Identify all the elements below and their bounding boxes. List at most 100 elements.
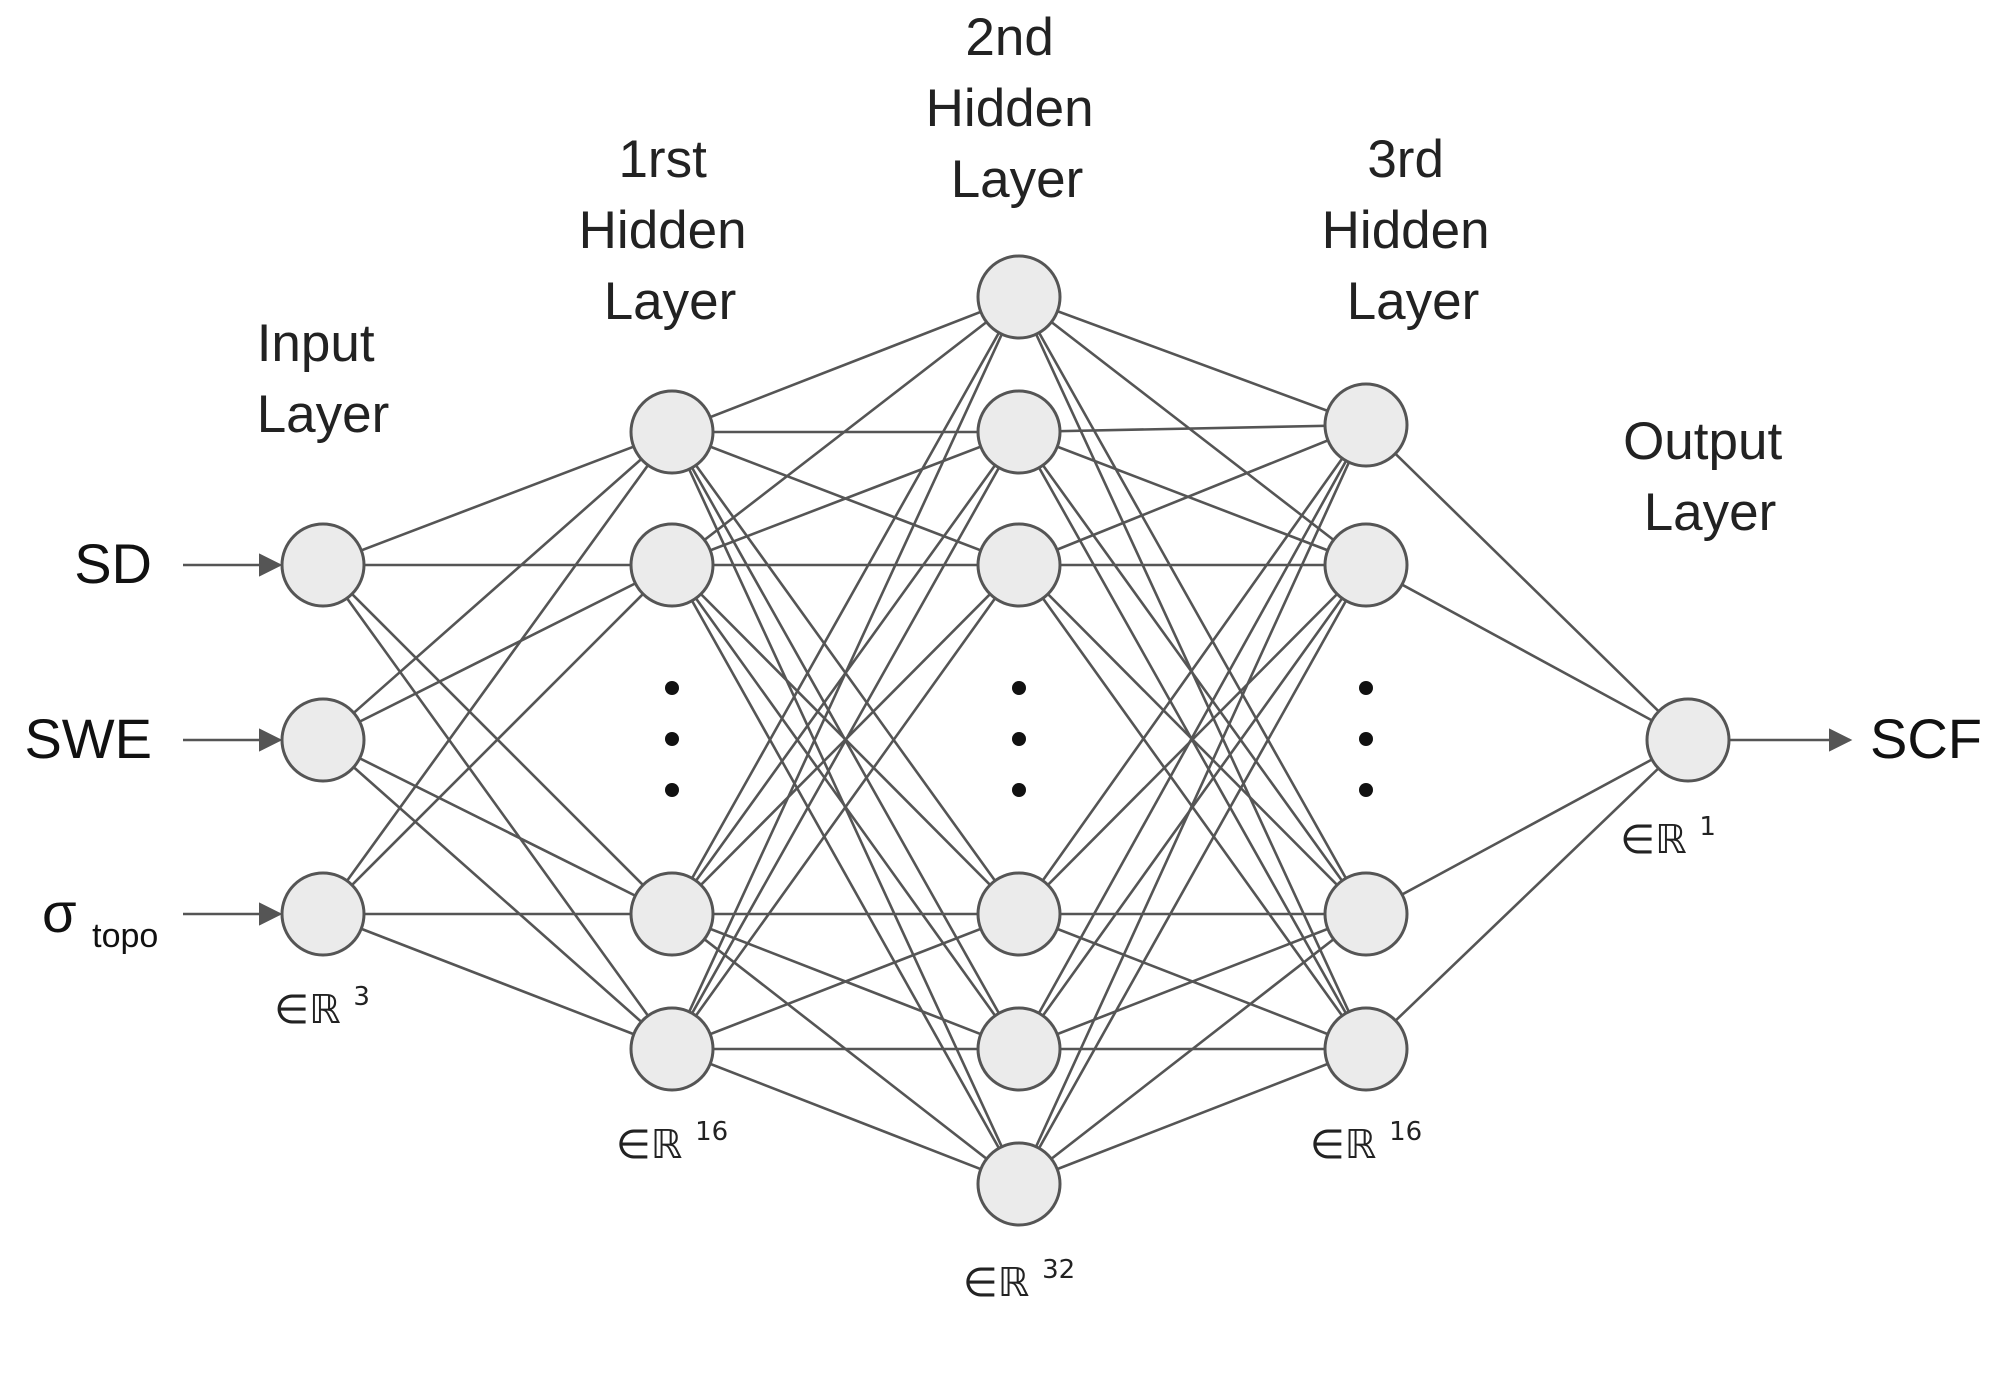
ellipsis-dot-2-1 <box>1012 681 1026 695</box>
ellipsis-dot-1-1 <box>665 681 679 695</box>
connection-hidden1-2-to-hidden2-2 <box>671 430 1020 567</box>
output-label-scf: SCF <box>1870 707 1982 770</box>
hidden1-neuron-3 <box>629 871 715 957</box>
connection-hidden2-5-to-hidden3-3 <box>1018 912 1367 1051</box>
connection-hidden1-4-to-hidden2-6 <box>671 1047 1020 1186</box>
connection-hidden2-2-to-hidden3-2 <box>1018 430 1367 567</box>
hidden3-dimension-prefix: ∈ℝ <box>1310 1122 1377 1168</box>
input-label-swe: SWE <box>24 707 152 770</box>
sigma-subscript: topo <box>92 917 158 955</box>
hidden3-neuron-3 <box>1323 871 1409 957</box>
hidden1-layer-title-line-1: 1rst <box>618 130 707 189</box>
hidden1-layer-title-line-2: Hidden <box>579 201 747 260</box>
connection-hidden2-6-to-hidden3-2 <box>1017 564 1368 1185</box>
sigma-symbol: σ <box>42 881 77 944</box>
hidden3-layer-title-line-1: 3rd <box>1367 130 1444 189</box>
connection-hidden1-2-to-hidden2-1 <box>671 295 1020 567</box>
hidden1-neuron-2 <box>629 522 715 608</box>
hidden2-neuron-6 <box>976 1141 1062 1227</box>
ellipsis-dot-3-3 <box>1359 783 1373 797</box>
input-label-sigma-topo: σ topo <box>42 881 158 955</box>
output-neuron-1 <box>1645 697 1731 783</box>
ellipsis-dots <box>665 681 1373 797</box>
connection-hidden2-1-to-hidden3-2 <box>1018 295 1367 567</box>
hidden1-dimension-exponent: 16 <box>695 1117 728 1147</box>
input-neuron-2 <box>280 697 366 783</box>
connection-hidden2-4-to-hidden3-1 <box>1017 424 1368 915</box>
connection-input-3-to-hidden1-1 <box>321 431 674 915</box>
hidden3-layer-title: 3rd Hidden Layer <box>1322 130 1505 331</box>
connection-hidden2-5-to-hidden3-1 <box>1017 424 1368 1050</box>
hidden3-dimension-label: ∈ℝ 16 <box>1310 1117 1422 1168</box>
hidden2-layer-title-line-2: Hidden <box>926 79 1094 138</box>
hidden1-layer-title: 1rst Hidden Layer <box>579 130 762 331</box>
ellipsis-dot-3-2 <box>1359 732 1373 746</box>
connection-hidden2-6-to-hidden3-3 <box>1018 912 1367 1186</box>
connection-hidden2-1-to-hidden3-3 <box>1017 296 1368 915</box>
hidden1-neuron-1 <box>629 389 715 475</box>
hidden2-dimension-exponent: 32 <box>1042 1255 1075 1285</box>
connection-hidden3-1-to-output-1 <box>1365 424 1689 741</box>
input-layer-title-line-2: Layer <box>257 385 390 444</box>
output-layer-title-line-2: Layer <box>1644 483 1777 542</box>
connection-input-2-to-hidden1-3 <box>322 738 673 916</box>
connection-hidden1-4-to-hidden2-1 <box>670 296 1021 1050</box>
hidden2-layer-title: 2nd Hidden Layer <box>926 8 1109 209</box>
hidden2-dimension-prefix: ∈ℝ <box>963 1260 1030 1306</box>
connection-hidden3-2-to-output-1 <box>1365 563 1689 742</box>
ellipsis-dot-1-2 <box>665 732 679 746</box>
hidden1-neuron-4 <box>629 1006 715 1092</box>
input-dimension-label: ∈ℝ 3 <box>274 982 370 1033</box>
neurons <box>280 254 1731 1227</box>
hidden1-layer-title-line-3: Layer <box>604 272 737 331</box>
connection-hidden2-6-to-hidden3-4 <box>1018 1047 1367 1186</box>
hidden3-neuron-4 <box>1323 1006 1409 1092</box>
hidden2-dimension-label: ∈ℝ 32 <box>963 1255 1075 1306</box>
hidden3-layer-title-line-2: Hidden <box>1322 201 1490 260</box>
connection-input-1-to-hidden1-1 <box>322 430 673 567</box>
connection-hidden1-4-to-hidden2-3 <box>670 564 1021 1050</box>
connection-hidden2-6-to-hidden3-1 <box>1017 424 1368 1185</box>
connection-hidden2-2-to-hidden3-1 <box>1018 423 1367 434</box>
output-dimension-exponent: 1 <box>1699 812 1716 842</box>
ellipsis-dot-2-3 <box>1012 783 1026 797</box>
connection-hidden2-2-to-hidden3-3 <box>1017 431 1368 915</box>
input-label-sd: SD <box>74 532 152 595</box>
hidden2-layer-title-line-3: Layer <box>951 150 1084 209</box>
input-layer-title: Input Layer <box>257 314 390 444</box>
hidden2-layer-title-line-1: 2nd <box>965 8 1053 67</box>
output-layer-title: Output Layer <box>1623 412 1797 542</box>
input-neuron-1 <box>280 522 366 608</box>
connection-input-2-to-hidden1-4 <box>322 739 673 1050</box>
connection-input-2-to-hidden1-1 <box>322 431 673 741</box>
hidden2-neuron-3 <box>976 522 1062 608</box>
ellipsis-dot-2-2 <box>1012 732 1026 746</box>
connection-hidden3-3-to-output-1 <box>1365 738 1689 916</box>
connection-input-3-to-hidden1-4 <box>322 912 673 1051</box>
input-dimension-prefix: ∈ℝ <box>274 987 341 1033</box>
hidden1-dimension-label: ∈ℝ 16 <box>616 1117 728 1168</box>
hidden1-dimension-prefix: ∈ℝ <box>616 1122 683 1168</box>
hidden3-neuron-2 <box>1323 522 1409 608</box>
connection-hidden2-3-to-hidden3-1 <box>1018 423 1367 567</box>
output-dimension-label: ∈ℝ 1 <box>1620 812 1716 863</box>
connection-lines <box>321 295 1689 1186</box>
hidden2-neuron-1 <box>976 254 1062 340</box>
output-dimension-prefix: ∈ℝ <box>1620 817 1687 863</box>
connection-hidden1-4-to-hidden2-4 <box>671 912 1020 1051</box>
connection-hidden1-3-to-hidden2-1 <box>670 296 1021 915</box>
hidden2-neuron-4 <box>976 871 1062 957</box>
connection-input-3-to-hidden1-2 <box>322 564 673 915</box>
connection-hidden3-4-to-output-1 <box>1365 739 1689 1050</box>
hidden2-neuron-2 <box>976 389 1062 475</box>
connection-hidden1-4-to-hidden2-2 <box>670 431 1021 1050</box>
connection-hidden1-2-to-hidden2-6 <box>670 564 1021 1185</box>
io-arrows <box>183 553 1853 926</box>
input-neuron-3 <box>280 871 366 957</box>
input-layer-title-line-1: Input <box>257 314 375 373</box>
hidden2-neuron-5 <box>976 1006 1062 1092</box>
connection-input-2-to-hidden1-2 <box>322 563 673 742</box>
ellipsis-dot-1-3 <box>665 783 679 797</box>
hidden3-layer-title-line-3: Layer <box>1347 272 1480 331</box>
